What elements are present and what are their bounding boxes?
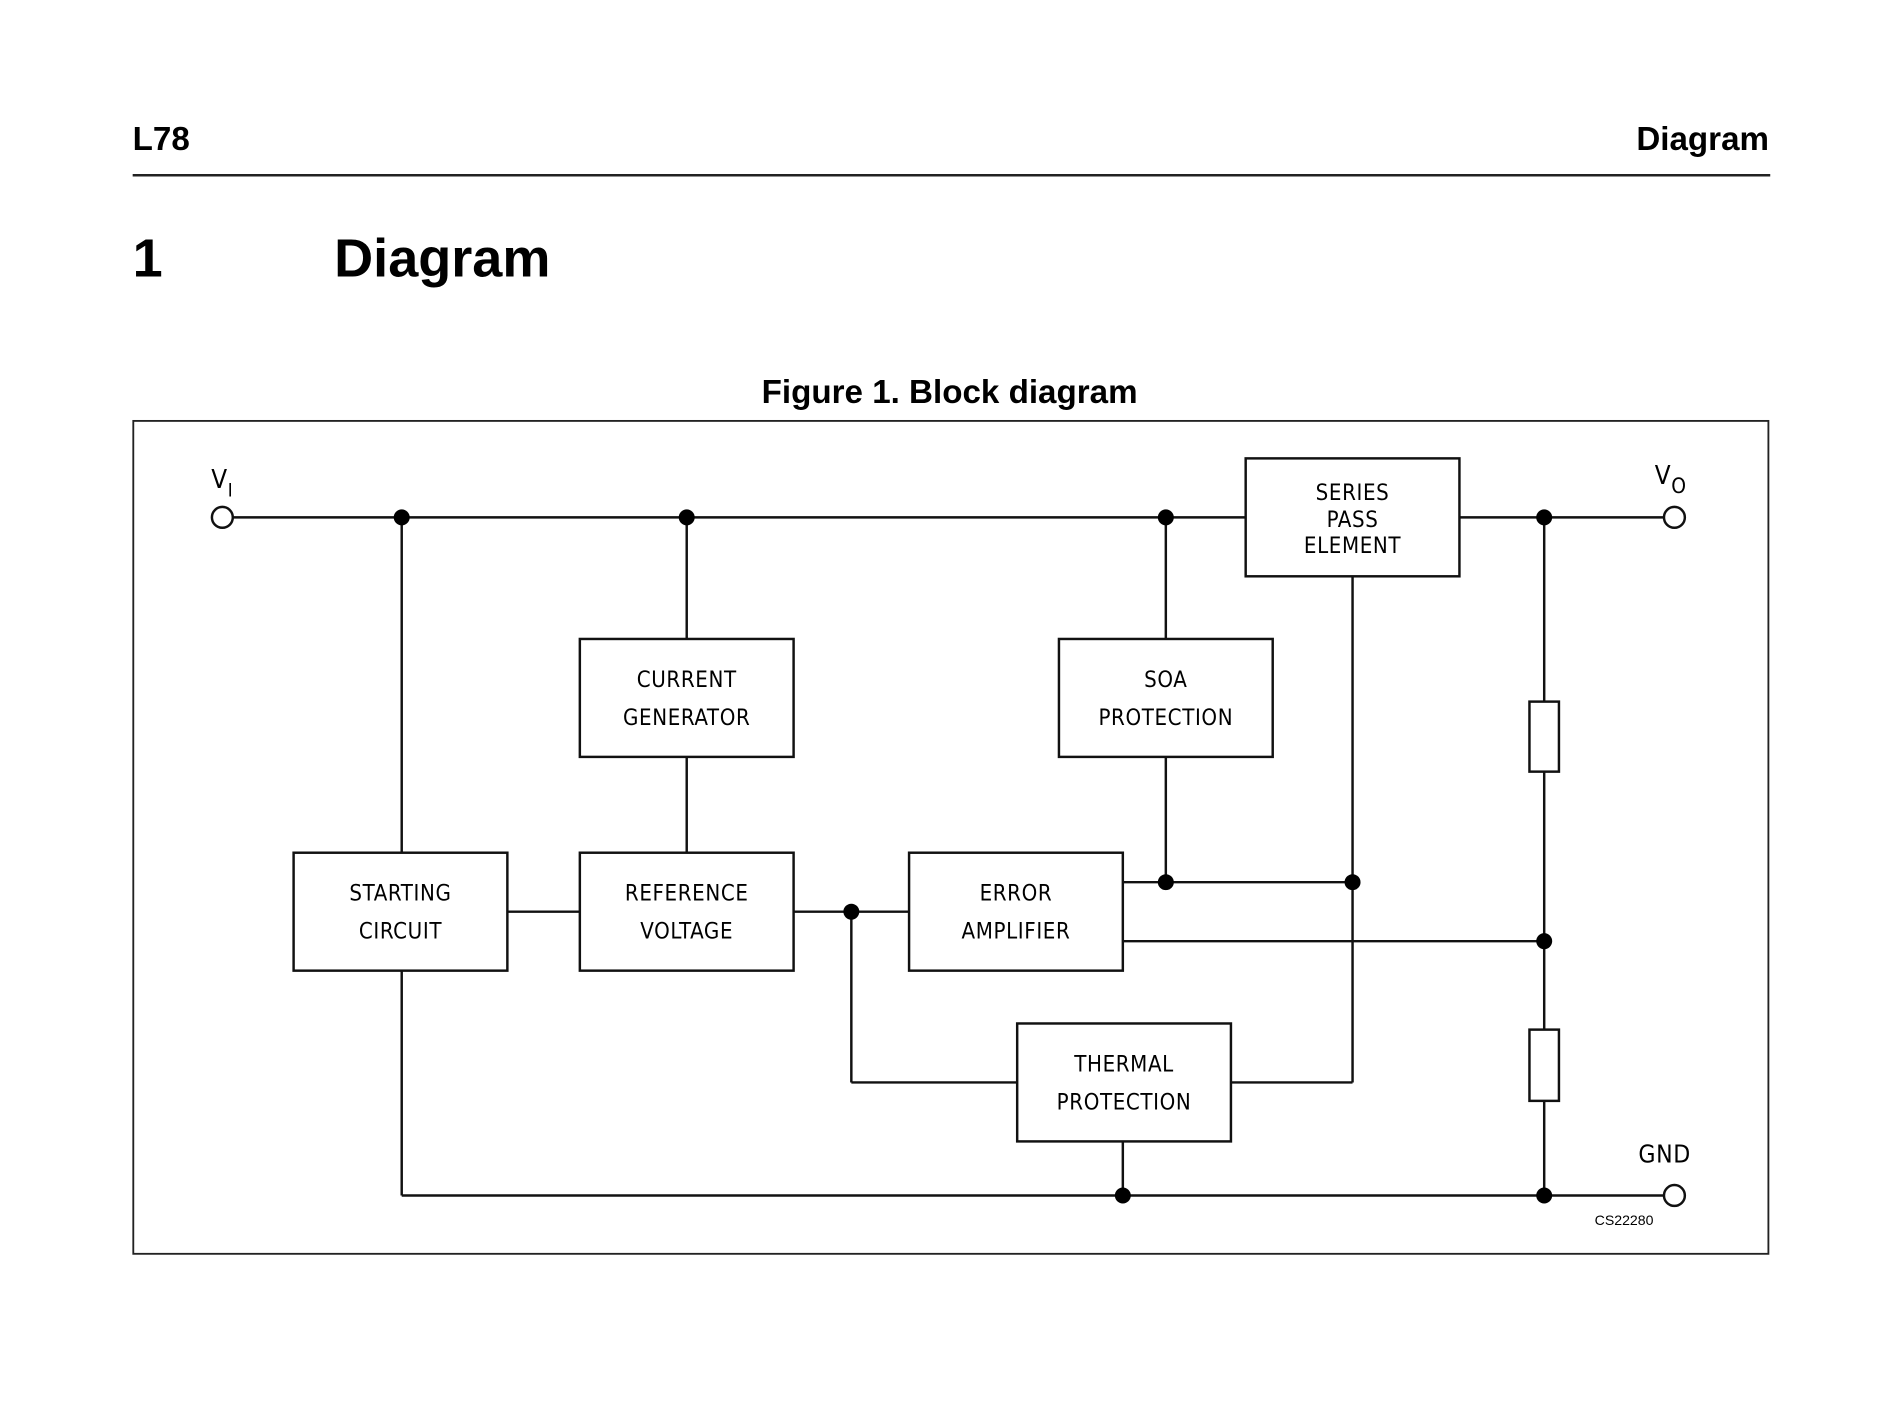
block-label-line: VOLTAGE xyxy=(640,919,733,945)
terminal-ground: GND xyxy=(1638,1139,1690,1208)
block-label-line: CURRENT xyxy=(637,667,737,693)
block-label-line: GENERATOR xyxy=(623,705,750,731)
lower-divider-resistor xyxy=(1528,1028,1561,1103)
junction-dot xyxy=(678,509,695,526)
block-thermal-protection: THERMAL PROTECTION xyxy=(1015,1022,1233,1143)
block-label-line: CIRCUIT xyxy=(359,919,442,945)
block-label-line: ELEMENT xyxy=(1304,533,1402,559)
header-section-name: Diagram xyxy=(1636,121,1769,158)
terminal-input: VI xyxy=(210,465,235,530)
junction-dot xyxy=(1536,933,1553,950)
junction-dot xyxy=(1157,874,1174,891)
input-terminal-icon xyxy=(210,505,235,530)
block-label-line: PROTECTION xyxy=(1098,705,1233,731)
block-label-line: REFERENCE xyxy=(625,881,749,907)
figure-frame xyxy=(132,419,1770,1255)
block-label-line: SOA xyxy=(1144,667,1187,693)
output-label-sub: O xyxy=(1671,474,1686,498)
block-label-line: AMPLIFIER xyxy=(961,919,1070,945)
upper-divider-resistor xyxy=(1528,700,1561,773)
junction-dot xyxy=(1536,1187,1553,1204)
block-soa-protection: SOA PROTECTION xyxy=(1057,637,1274,759)
junctions xyxy=(393,509,1553,1204)
block-label-line: SERIES xyxy=(1316,480,1390,506)
block-label-line: PROTECTION xyxy=(1057,1089,1192,1115)
output-label-main: V xyxy=(1655,461,1671,491)
junction-dot xyxy=(393,509,410,526)
block-series-pass-element: SERIES PASS ELEMENT xyxy=(1244,457,1461,578)
output-terminal-icon xyxy=(1662,505,1687,530)
ground-terminal-label: GND xyxy=(1638,1139,1690,1168)
junction-dot xyxy=(843,903,860,920)
block-error-amplifier: ERROR AMPLIFIER xyxy=(907,851,1125,972)
input-label-sub: I xyxy=(228,480,234,501)
junction-dot xyxy=(1114,1187,1131,1204)
junction-dot xyxy=(1536,509,1553,526)
block-label-line: ERROR xyxy=(980,881,1053,907)
figure-code: CS22280 xyxy=(1595,1212,1654,1228)
section-title: Diagram xyxy=(334,229,550,289)
block-label-line: STARTING xyxy=(349,881,451,907)
input-terminal-label: VI xyxy=(211,465,233,502)
figure-caption: Figure 1. Block diagram xyxy=(762,374,1138,411)
header-product-name: L78 xyxy=(133,121,190,158)
block-label-line: THERMAL xyxy=(1073,1051,1174,1077)
output-terminal-label: VO xyxy=(1655,461,1687,498)
input-label-main: V xyxy=(211,465,227,495)
junction-dot xyxy=(1344,874,1361,891)
block-starting-circuit: STARTING CIRCUIT xyxy=(292,851,509,972)
block-label-line: PASS xyxy=(1327,507,1379,533)
junction-dot xyxy=(1157,509,1174,526)
section-number: 1 xyxy=(133,229,163,289)
terminal-output: VO xyxy=(1655,461,1687,530)
block-reference-voltage: REFERENCE VOLTAGE xyxy=(578,851,795,972)
block-current-generator: CURRENT GENERATOR xyxy=(578,637,795,759)
ground-terminal-icon xyxy=(1662,1183,1687,1208)
